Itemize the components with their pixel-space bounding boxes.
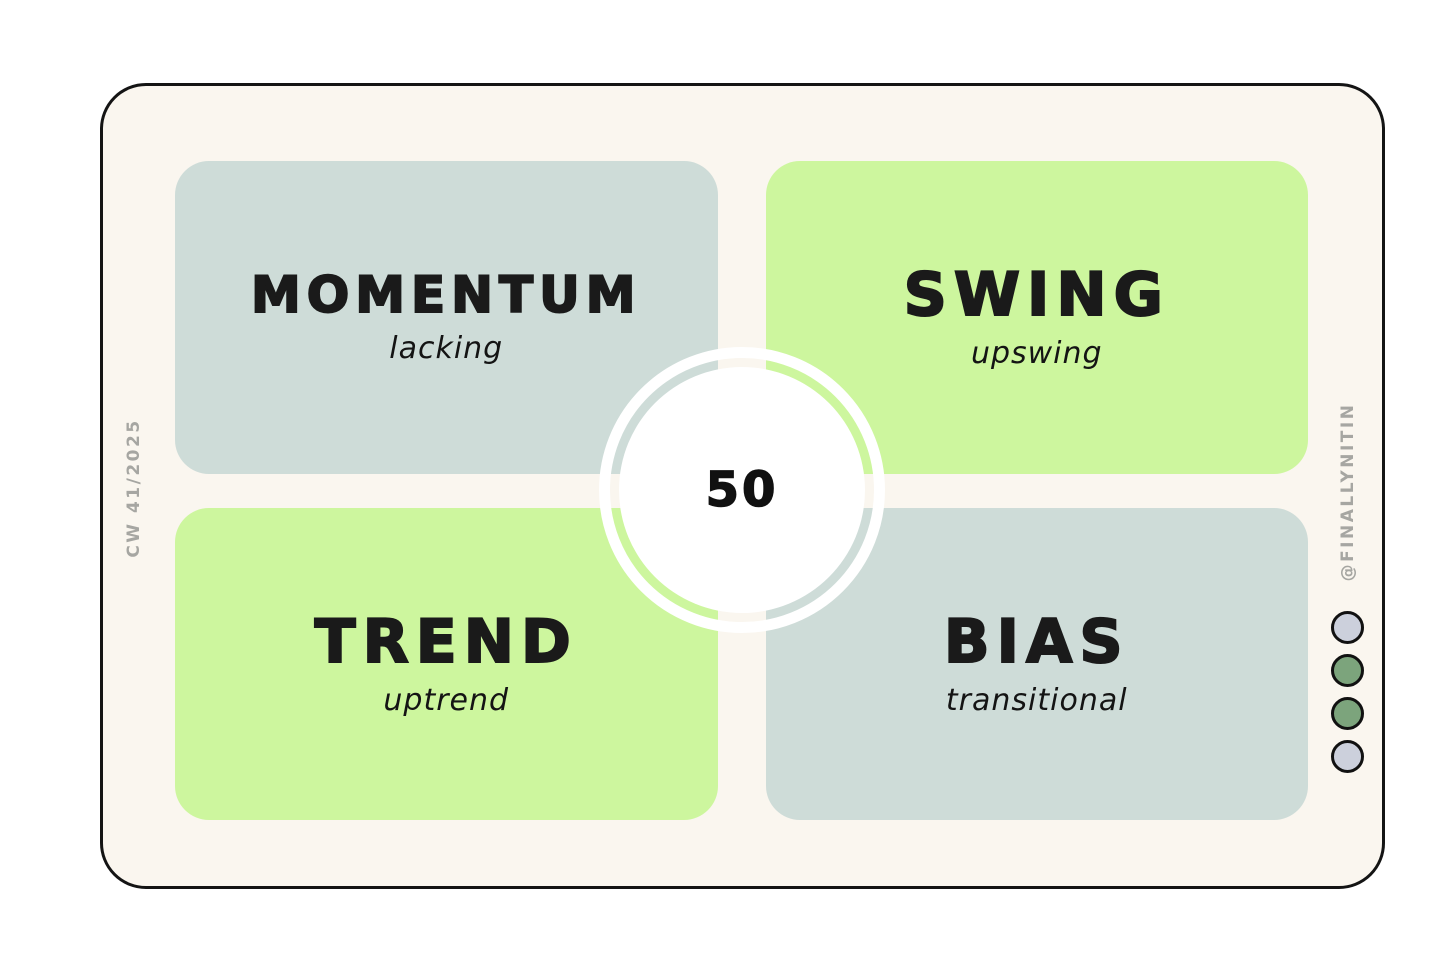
score-circle: 50 <box>599 347 885 633</box>
status-dot-2 <box>1331 654 1364 687</box>
author-handle-label: @FINALLYNITIN <box>1338 402 1358 582</box>
quadrant-momentum-title: MOMENTUM <box>250 266 642 325</box>
status-dot-column <box>1331 611 1364 773</box>
quadrant-trend-title: TREND <box>314 606 578 677</box>
status-dot-3 <box>1331 697 1364 730</box>
status-dot-4 <box>1331 740 1364 773</box>
quadrant-bias-title: BIAS <box>943 606 1130 677</box>
quadrant-swing: SWING upswing <box>765 161 1308 474</box>
quadrant-bias-subtitle: transitional <box>945 682 1128 718</box>
score-circle-core: 50 <box>619 367 865 613</box>
quadrant-swing-subtitle: upswing <box>970 336 1103 372</box>
status-dot-1 <box>1331 611 1364 644</box>
quadrant-swing-title: SWING <box>903 260 1170 331</box>
quadrant-momentum-subtitle: lacking <box>389 331 504 367</box>
calendar-week-label: CW 41/2025 <box>124 418 144 558</box>
quadrant-momentum: MOMENTUM lacking <box>175 161 718 474</box>
score-value: 50 <box>705 461 779 519</box>
quadrant-trend-subtitle: uptrend <box>383 682 510 718</box>
